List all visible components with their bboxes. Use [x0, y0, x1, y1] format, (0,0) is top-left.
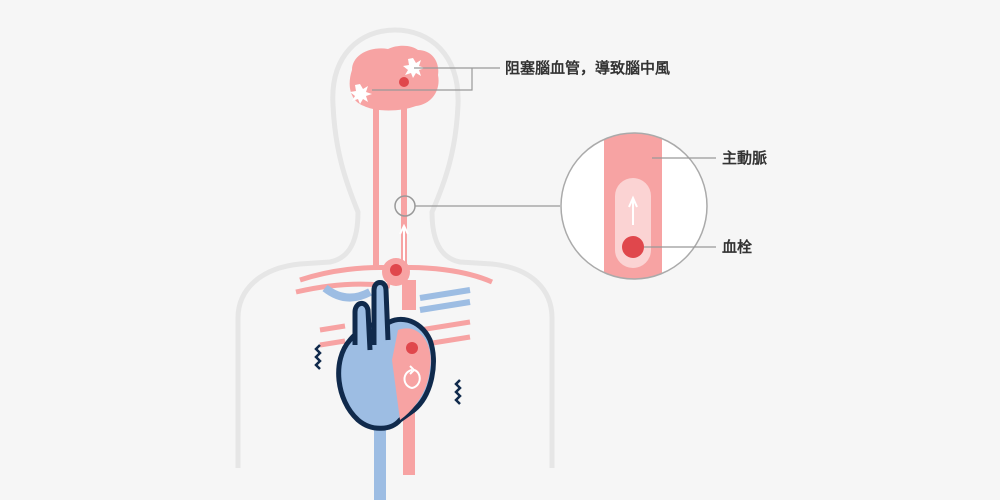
leader-line-stroke: [372, 67, 500, 91]
brain-clot: [399, 77, 409, 87]
vibration-right-icon: [454, 379, 462, 405]
label-stroke: 阻塞腦血管，導致腦中風: [505, 59, 671, 77]
heart-vessel-right: [371, 280, 391, 345]
carotid-artery-left: [373, 106, 379, 266]
body-outline: [235, 27, 555, 468]
zoom-inset: [560, 132, 708, 280]
left-ventricle: [392, 328, 431, 420]
heart: [336, 280, 436, 431]
aortic-trunk: [402, 280, 416, 310]
vein-top: [322, 284, 372, 302]
circulation-arrow-icon: [403, 365, 421, 390]
carotid-artery-right: [401, 106, 407, 266]
heart-vessel-left: [352, 301, 373, 351]
label-aorta: 主動脈: [722, 149, 768, 167]
arch-clot: [390, 264, 402, 276]
artery-branch-left: [319, 323, 346, 348]
label-clot: 血栓: [722, 238, 753, 256]
blockage-spark-icon: [350, 84, 372, 104]
flow-arrow-icon: [399, 223, 409, 262]
vein-right-branch: [419, 287, 471, 313]
heart-clot: [406, 342, 418, 354]
vibration-left-icon: [314, 344, 322, 370]
brain: [349, 45, 439, 111]
zoom-flow-arrow-icon: [628, 195, 638, 225]
zoom-clot: [622, 236, 644, 258]
